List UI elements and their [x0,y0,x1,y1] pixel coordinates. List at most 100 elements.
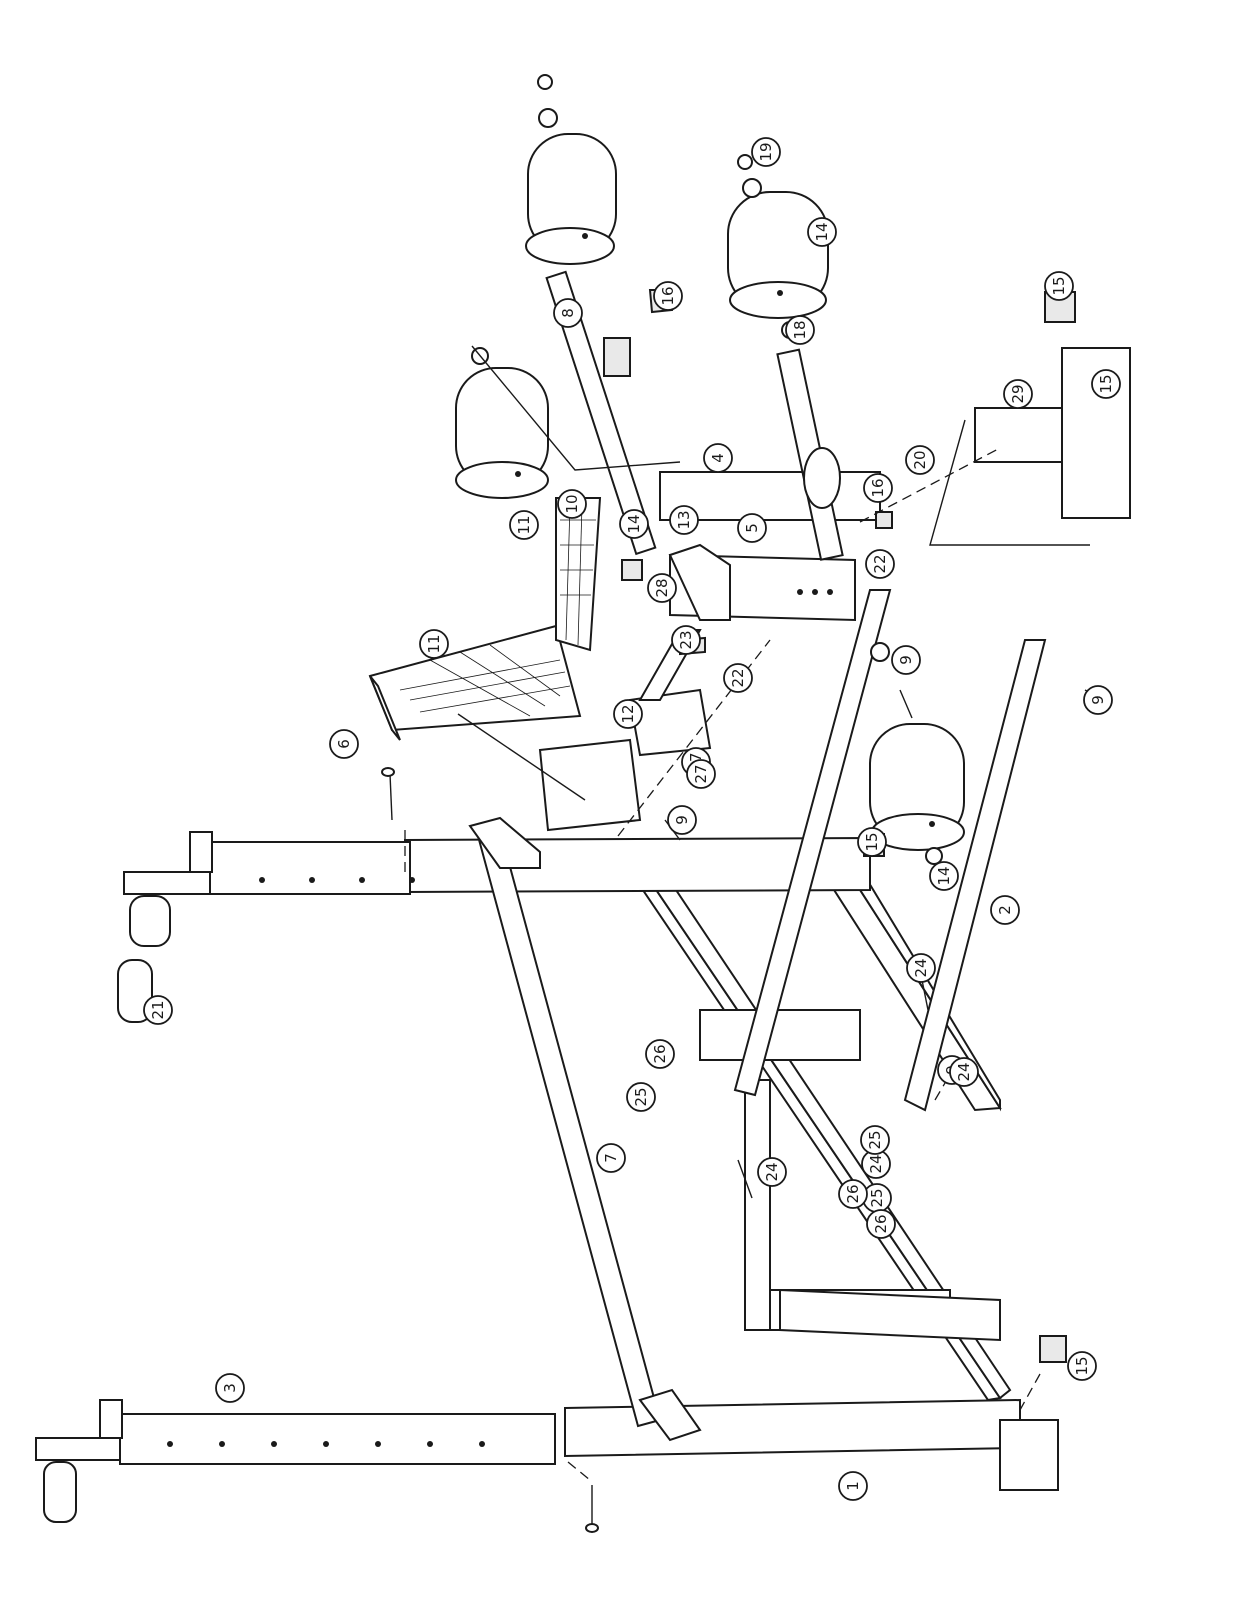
callout-26: 26 [645,1039,675,1069]
callout-label: 14 [935,866,953,885]
callout-14: 14 [619,509,649,539]
callout-22: 22 [865,549,895,579]
callout-label: 25 [868,1188,886,1207]
callout-21: 21 [143,995,173,1025]
callout-4: 4 [703,443,733,473]
callout-label: 4 [709,453,727,463]
roller-bar-upper [545,270,657,556]
callout-label: 24 [763,1162,781,1181]
callout-8: 8 [553,298,583,328]
upright-bottom [35,1399,556,1523]
callout-label: 26 [872,1214,890,1233]
callout-16: 16 [653,281,683,311]
callout-23: 23 [671,625,701,655]
callout-22: 22 [723,663,753,693]
callout-label: 5 [743,523,761,533]
callout-label: 25 [866,1130,884,1149]
callout-label: 12 [619,704,637,723]
callout-label: 14 [625,514,643,533]
callout-11: 11 [509,510,539,540]
callout-label: 24 [912,958,930,977]
callout-19: 19 [751,137,781,167]
callout-label: 9 [673,815,691,825]
callout-16: 16 [863,473,893,503]
callout-26: 26 [866,1209,896,1239]
pivot-arm [659,471,881,622]
handle-grip [117,959,153,1023]
callout-label: 15 [1097,374,1115,393]
callout-label: 10 [563,494,581,513]
callout-24: 24 [861,1149,891,1179]
diagonal-strut [468,816,702,1442]
callout-label: 21 [149,1000,167,1019]
callout-label: 26 [651,1044,669,1063]
callout-6: 6 [329,729,359,759]
seat-bracket [538,629,712,832]
callout-label: 29 [1009,384,1027,403]
callout-11: 11 [419,629,449,659]
callout-label: 25 [632,1087,650,1106]
callout-label: 26 [844,1184,862,1203]
callout-label: 24 [867,1154,885,1173]
callout-label: 23 [677,630,695,649]
callout-2: 2 [990,895,1020,925]
callout-24: 24 [949,1057,979,1087]
callout-14: 14 [807,217,837,247]
callout-label: 2 [996,905,1014,915]
callout-26: 26 [838,1179,868,1209]
callout-9: 9 [1083,685,1113,715]
callout-label: 3 [221,1383,239,1393]
callout-14: 14 [929,861,959,891]
callout-label: 11 [515,515,533,534]
callout-15: 15 [1044,271,1074,301]
roller-pad-right [727,191,829,319]
callout-29: 29 [1003,379,1033,409]
callout-label: 13 [675,510,693,529]
callout-10: 10 [557,489,587,519]
callout-12: 12 [613,699,643,729]
roller-pad-top [525,133,617,265]
callouts: 1234567899991011111213141414151515151616… [143,137,1121,1501]
callout-24: 24 [906,953,936,983]
callout-15: 15 [1091,369,1121,399]
upright-top [123,831,415,947]
callout-label: 22 [871,554,889,573]
callout-9: 9 [891,645,921,675]
callout-25: 25 [860,1125,890,1155]
callout-label: 15 [863,832,881,851]
roller-pad-bottom [869,723,965,851]
callout-1: 1 [838,1471,868,1501]
callout-9: 9 [667,805,697,835]
callout-label: 14 [813,222,831,241]
roller-pad-middle [455,367,549,499]
callout-3: 3 [215,1373,245,1403]
callout-label: 24 [955,1062,973,1081]
callout-label: 27 [692,764,710,783]
callout-7: 7 [596,1143,626,1173]
callout-15: 15 [1067,1351,1097,1381]
callout-27: 27 [686,759,716,789]
callout-label: 28 [653,578,671,597]
callout-5: 5 [737,513,767,543]
callout-24: 24 [757,1157,787,1187]
callout-18: 18 [785,315,815,345]
callout-label: 9 [1089,695,1107,705]
back-pad [555,497,602,652]
callout-28: 28 [647,573,677,603]
callout-label: 8 [559,308,577,318]
callout-label: 1 [844,1481,862,1491]
callout-15: 15 [857,827,887,857]
callout-label: 15 [1073,1356,1091,1375]
main-frame [404,589,1059,1491]
callout-label: 16 [869,478,887,497]
callout-label: 6 [335,739,353,749]
callout-label: 19 [757,142,775,161]
callout-label: 11 [425,634,443,653]
callout-20: 20 [905,445,935,475]
callout-label: 15 [1050,276,1068,295]
callout-label: 16 [659,286,677,305]
roller-bar-lower [776,348,844,561]
callout-25: 25 [626,1082,656,1112]
callout-label: 9 [897,655,915,665]
